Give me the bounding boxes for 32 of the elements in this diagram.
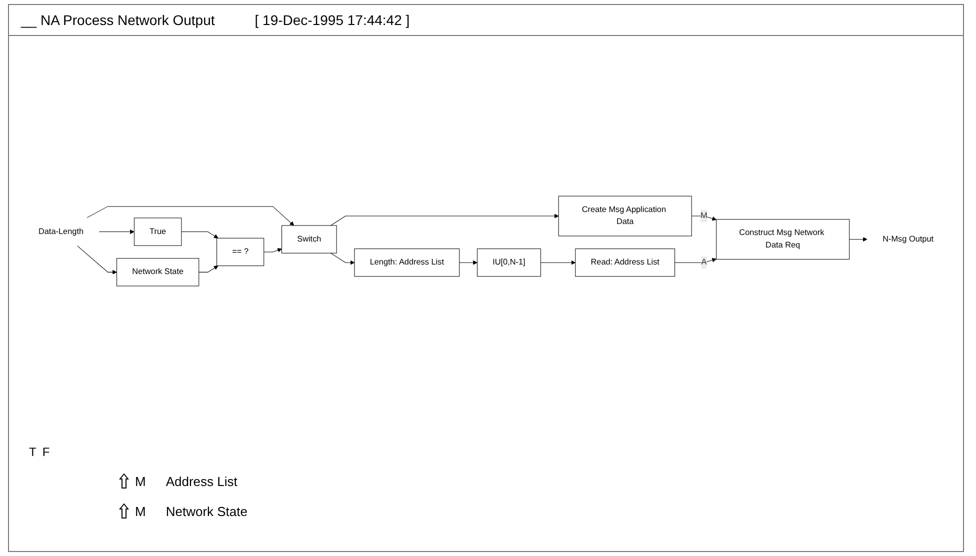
node-box: == ? [216,238,264,266]
persistent-name: Network State [166,504,248,518]
node-box: True [134,218,182,246]
node-text: N-Msg Output [882,234,934,244]
edge-label: A [701,258,707,267]
arrow [459,260,478,265]
node-box: Network State [116,258,200,286]
arrow [198,266,218,272]
arrow [330,252,355,265]
arrow [86,206,294,226]
node-box: IU[0,N-1] [476,248,541,277]
timestamp: [ 19-Dec-1995 17:44:42 ] [254,12,410,28]
arrow [330,214,559,226]
edge-label: M [700,211,708,220]
diagram-title: __ NA Process Network Output [21,12,215,28]
port-label: T [29,445,36,459]
arrow [849,237,868,242]
arrow [76,245,117,274]
arrow [98,229,134,234]
node-text: Data-Length [38,227,84,236]
arrow [264,248,282,252]
node-box: Create Msg Application Data [558,196,692,236]
node-box: Length: Address List [354,248,460,277]
arrow [540,260,576,265]
node-box: Switch [282,225,337,254]
arrow [181,231,218,238]
node-box: Read: Address List [575,248,676,277]
multiplex-mark: M [135,474,146,488]
multiplex-mark: M [135,504,146,518]
node-box: Construct Msg Network Data Req [716,219,850,260]
port-label: F [42,445,50,459]
persistent-name: Address List [166,474,238,488]
